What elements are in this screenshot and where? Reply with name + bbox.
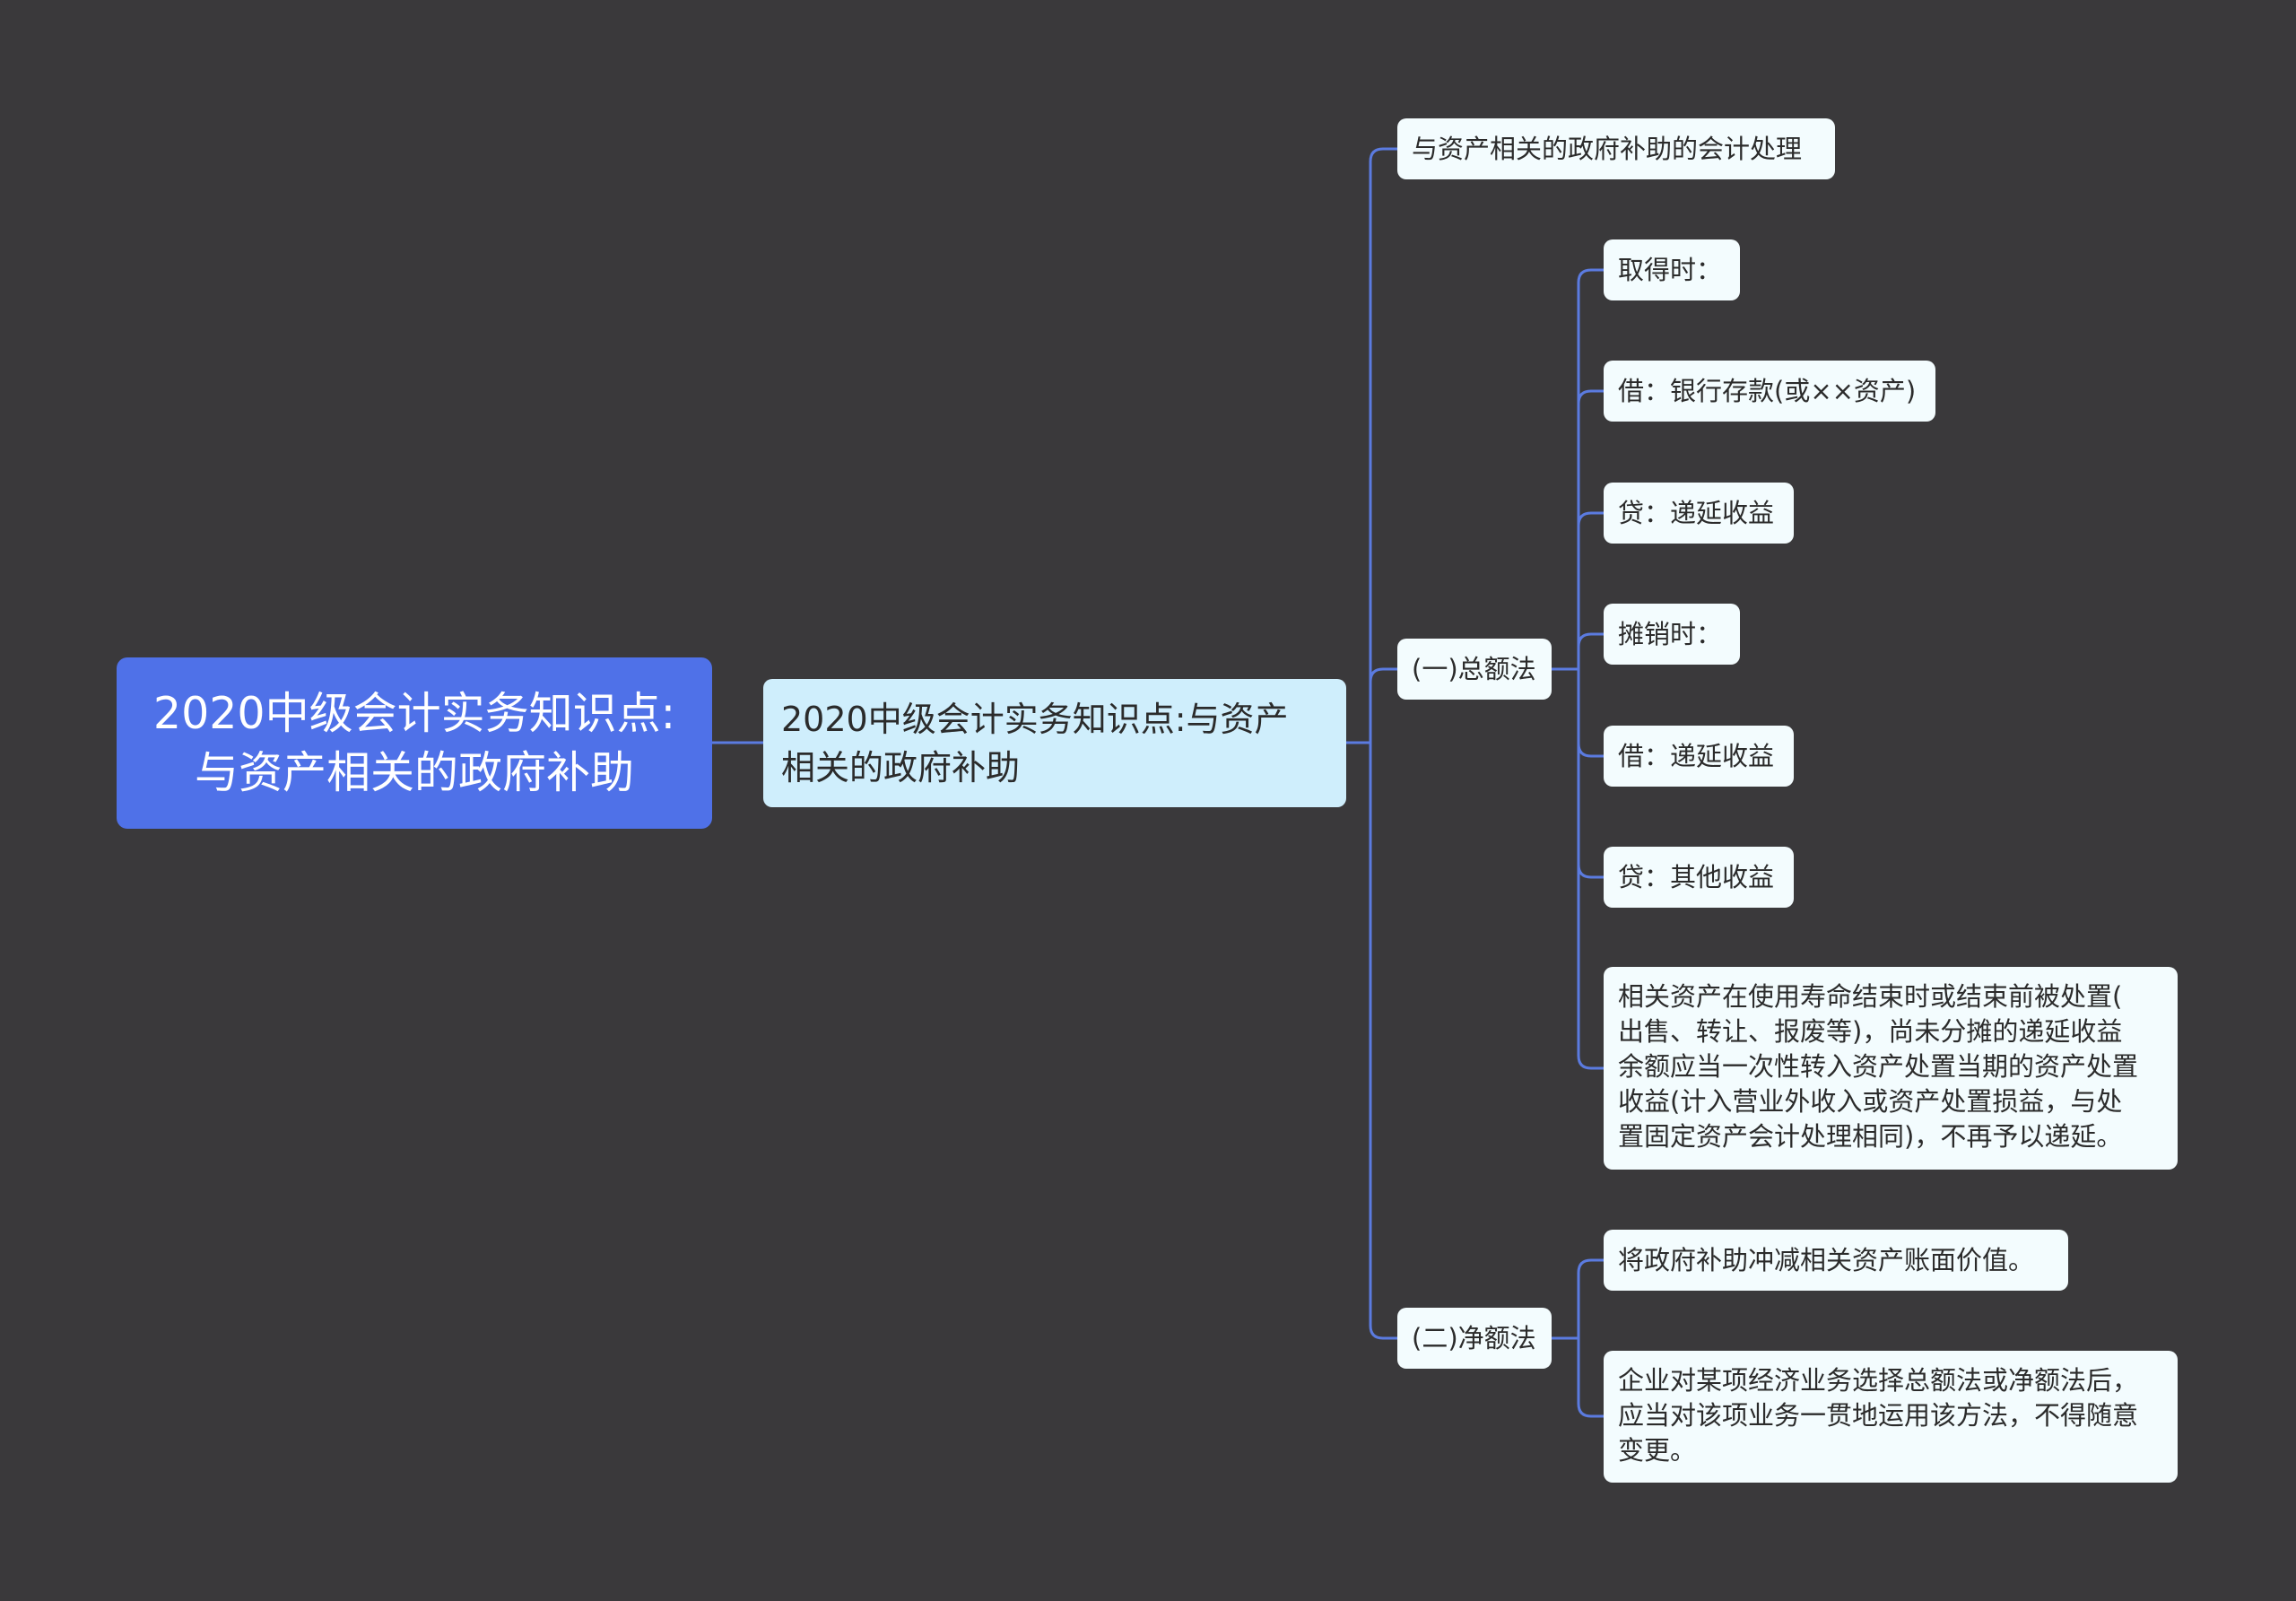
connector-total-method-children bbox=[1552, 268, 1604, 1070]
topic-node[interactable]: 2020中级会计实务知识点:与资产 相关的政府补助 bbox=[763, 679, 1346, 807]
branch-node-total-method[interactable]: (一)总额法 bbox=[1397, 639, 1552, 700]
connector-net-method-children bbox=[1552, 1258, 1604, 1418]
connector-topic-to-branches bbox=[1346, 147, 1397, 1340]
leaf-node-acquisition[interactable]: 取得时： bbox=[1604, 239, 1740, 300]
leaf-node-credit-deferred-income[interactable]: 贷：递延收益 bbox=[1604, 483, 1794, 544]
leaf-node-offset-book-value[interactable]: 将政府补助冲减相关资产账面价值。 bbox=[1604, 1230, 2068, 1291]
leaf-node-amortization[interactable]: 摊销时： bbox=[1604, 604, 1740, 665]
branch-node-accounting-treatment[interactable]: 与资产相关的政府补助的会计处理 bbox=[1397, 118, 1835, 179]
leaf-node-debit-bank-deposit[interactable]: 借：银行存款(或××资产) bbox=[1604, 361, 1935, 422]
leaf-node-debit-deferred-income[interactable]: 借：递延收益 bbox=[1604, 726, 1794, 787]
root-node[interactable]: 2020中级会计实务知识点: 与资产相关的政府补助 bbox=[117, 657, 712, 829]
leaf-node-consistent-method[interactable]: 企业对某项经济业务选择总额法或净额法后， 应当对该项业务一贯地运用该方法，不得随… bbox=[1604, 1351, 2178, 1483]
branch-node-net-method[interactable]: (二)净额法 bbox=[1397, 1308, 1552, 1369]
leaf-node-asset-disposal[interactable]: 相关资产在使用寿命结束时或结束前被处置( 出售、转让、报废等)，尚未分摊的递延收… bbox=[1604, 967, 2178, 1170]
leaf-node-credit-other-income[interactable]: 贷：其他收益 bbox=[1604, 847, 1794, 908]
